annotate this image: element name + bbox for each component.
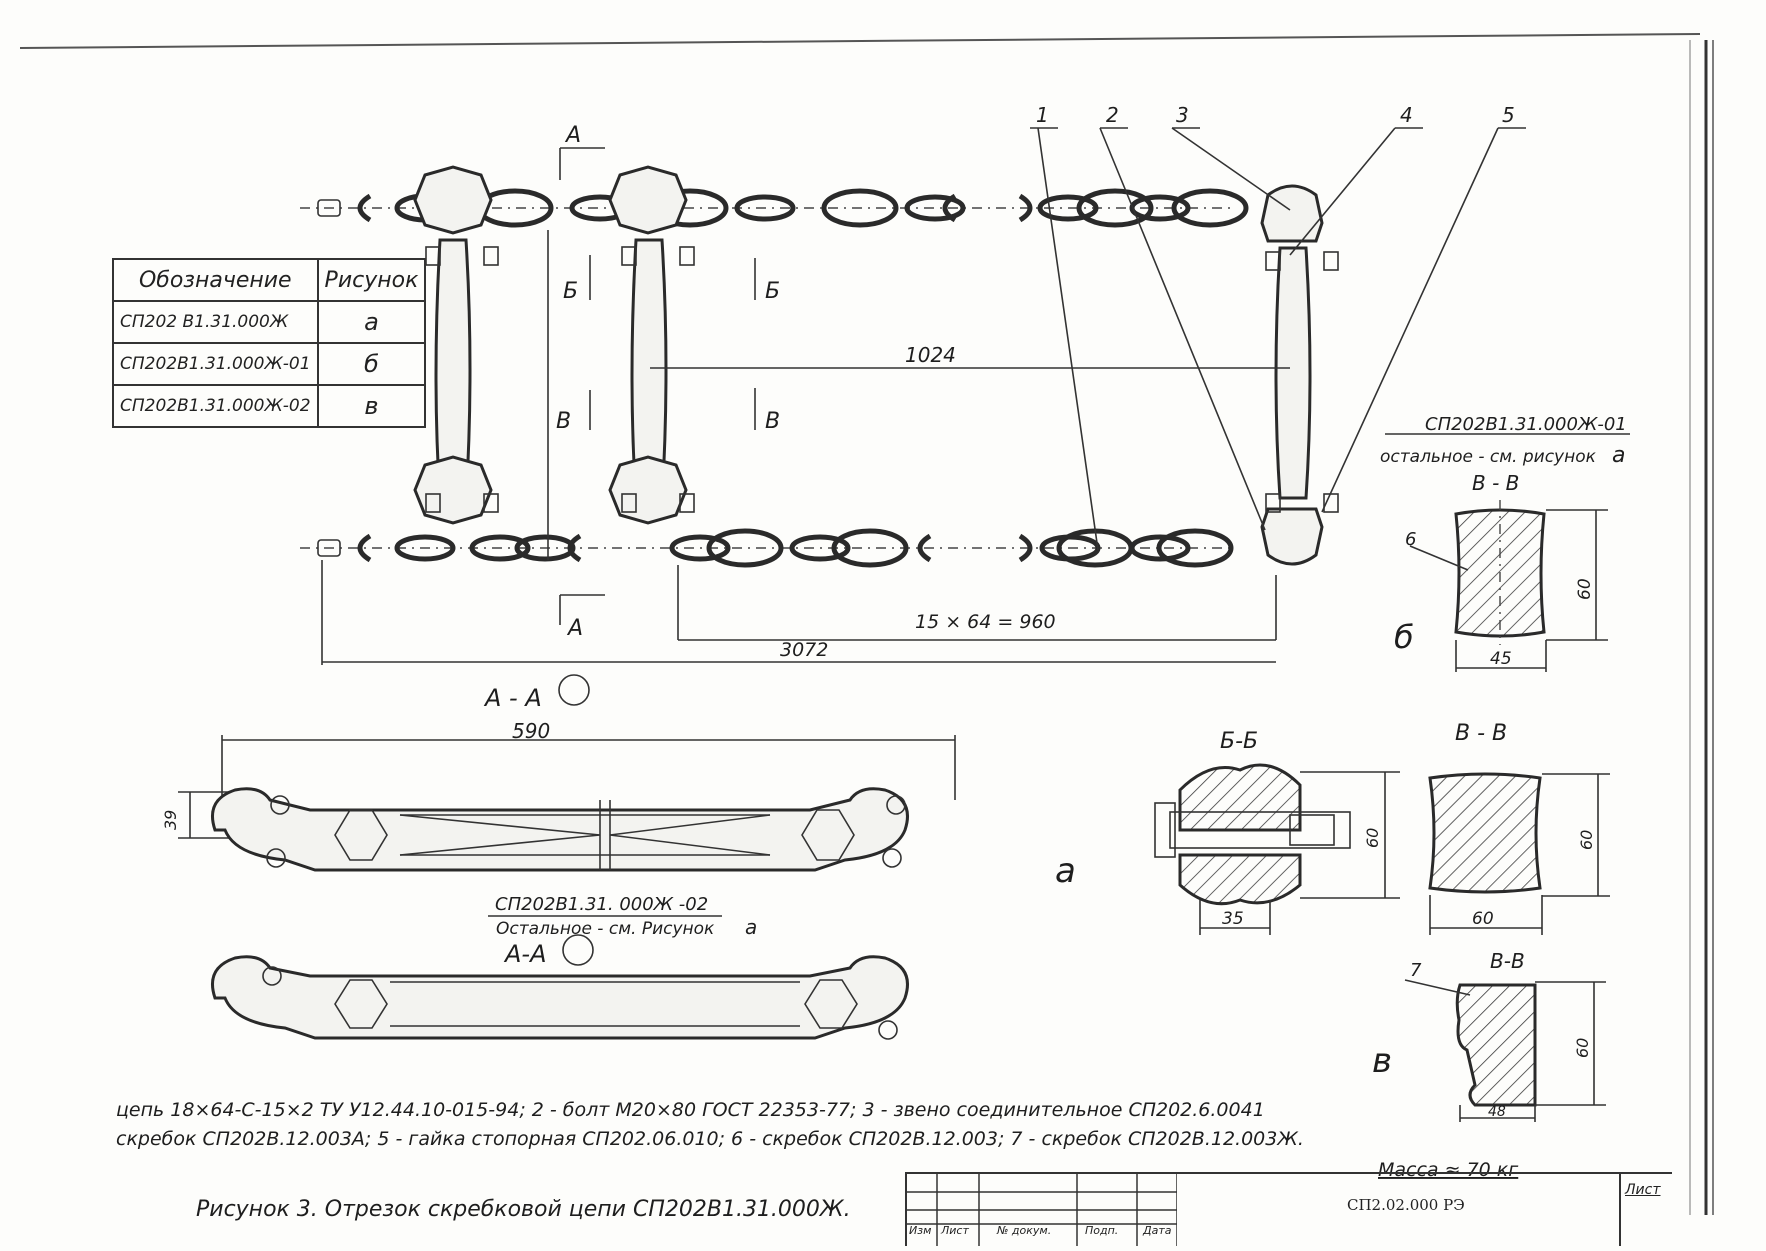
dim-960: 15 × 64 = 960 <box>915 611 1056 633</box>
variant-a-letter: а <box>1055 851 1076 891</box>
sheet-code: СП2.02.000 РЭ <box>1347 1196 1465 1214</box>
section-bb-title: Б-Б <box>1220 729 1258 754</box>
section-b-label-right: Б <box>765 279 780 304</box>
mass-note: Масса ≈ 70 кг <box>1378 1159 1519 1181</box>
variant-v-callout-7: 7 <box>1410 960 1422 981</box>
variant-b-dim-60: 60 <box>1575 578 1595 600</box>
variant-v-vv-title: В-В <box>1490 949 1525 973</box>
row-designation: СП202В1.31.000Ж-02 <box>112 384 319 428</box>
variant-v-note: Остальное - см. Рисунок <box>496 919 715 939</box>
section-aa: А - А 590 39 <box>161 674 956 872</box>
section-b-label-left: Б <box>563 279 578 304</box>
variant-b-note-fig: а <box>1612 443 1625 468</box>
variant-v-code: СП202В1.31. 000Ж -02 <box>495 894 708 915</box>
callout-4: 4 <box>1400 103 1413 127</box>
variant-v-dim-48: 48 <box>1488 1104 1506 1120</box>
tb-head-doc: № докум. <box>997 1224 1052 1237</box>
section-vv-title: В - В <box>1455 721 1507 746</box>
row-figure: а <box>316 300 427 344</box>
table-header: Обозначение Рисунок <box>112 258 427 302</box>
tb-head-sign: Подп. <box>1085 1224 1119 1237</box>
title-block: Изм Лист № докум. Подп. Дата СП2.02.000 … <box>905 1172 1672 1246</box>
callout-5: 5 <box>1502 103 1515 127</box>
row-designation: СП202В1.31.000Ж-01 <box>112 342 319 386</box>
tb-head-izm: Изм <box>909 1224 932 1237</box>
tb-head-list: Лист <box>941 1224 969 1237</box>
row-figure: в <box>316 384 427 428</box>
dim-1024: 1024 <box>905 343 956 367</box>
flight-middle <box>608 165 695 525</box>
variant-b-section-title: В - В <box>1472 471 1519 495</box>
flight-left <box>413 165 499 525</box>
sheet-number-box: Лист <box>1619 1174 1671 1246</box>
designation-table: Обозначение Рисунок СП202 В1.31.000Ж а С… <box>112 258 427 428</box>
callout-2: 2 <box>1106 103 1119 127</box>
table-row: СП202В1.31.000Ж-01 б <box>112 342 427 386</box>
variant-b-code: СП202В1.31.000Ж-01 <box>1425 414 1627 435</box>
callout-3: 3 <box>1176 103 1189 127</box>
dim-3072: 3072 <box>780 639 828 661</box>
section-aa-dim-590: 590 <box>512 719 550 743</box>
variant-v-note-fig: а <box>745 915 757 939</box>
variant-a-sections: а Б-Б 60 35 В - В 60 60 <box>1055 721 1610 935</box>
top-chain <box>317 188 1249 228</box>
section-v-label-right: В <box>765 409 780 434</box>
row-figure: б <box>316 342 427 386</box>
figure-caption: Рисунок 3. Отрезок скребковой цепи СП202… <box>196 1197 851 1222</box>
variant-b-letter: б <box>1394 618 1414 656</box>
section-aa-title: А - А <box>483 684 542 712</box>
section-a-label-top: А <box>564 123 581 148</box>
variant-v-letter: в <box>1372 1041 1392 1081</box>
section-v-label-left: В <box>556 409 571 434</box>
main-view <box>300 127 1526 665</box>
section-bb-dim-35: 35 <box>1222 909 1244 929</box>
variant-v-section-title: А-А <box>503 940 547 968</box>
legend: цепь 18×64-С-15×2 ТУ У12.44.10-015-94; 2… <box>116 1099 1519 1222</box>
header-figure: Рисунок <box>316 258 427 302</box>
main-view-labels: А А Б Б В В 1024 15 × 64 = 960 3072 1 2 … <box>556 103 1515 661</box>
variant-b-callout-6: 6 <box>1405 529 1416 550</box>
row-designation: СП202 В1.31.000Ж <box>112 300 319 344</box>
section-vv-dim-60-h: 60 <box>1577 830 1596 850</box>
section-a-label-bottom: А <box>566 616 583 641</box>
title-block-grid <box>907 1174 1177 1246</box>
sheet-frame <box>19 33 1714 1215</box>
tb-head-date: Дата <box>1143 1224 1172 1237</box>
variant-b-dim-45: 45 <box>1490 649 1512 669</box>
section-aa-dim-39: 39 <box>161 810 180 830</box>
variant-v-dim-60: 60 <box>1573 1038 1592 1058</box>
bottom-chain <box>317 528 1234 568</box>
callout-1: 1 <box>1036 103 1049 127</box>
legend-line-1: цепь 18×64-С-15×2 ТУ У12.44.10-015-94; 2… <box>116 1099 1265 1121</box>
sheet-label: Лист <box>1625 1182 1661 1198</box>
table-row: СП202 В1.31.000Ж а <box>112 300 427 344</box>
header-designation: Обозначение <box>112 258 319 302</box>
section-vv-dim-60-w: 60 <box>1472 909 1494 929</box>
section-bb-dim-60: 60 <box>1363 828 1382 848</box>
variant-b-section: СП202В1.31.000Ж-01 остальное - см. рисун… <box>1380 414 1630 672</box>
legend-line-2: скребок СП202В.12.003А; 5 - гайка стопор… <box>116 1128 1304 1150</box>
table-row: СП202В1.31.000Ж-02 в <box>112 384 427 428</box>
variant-v: СП202В1.31. 000Ж -02 Остальное - см. Рис… <box>211 894 1606 1122</box>
variant-b-note: остальное - см. рисунок <box>1380 447 1597 467</box>
